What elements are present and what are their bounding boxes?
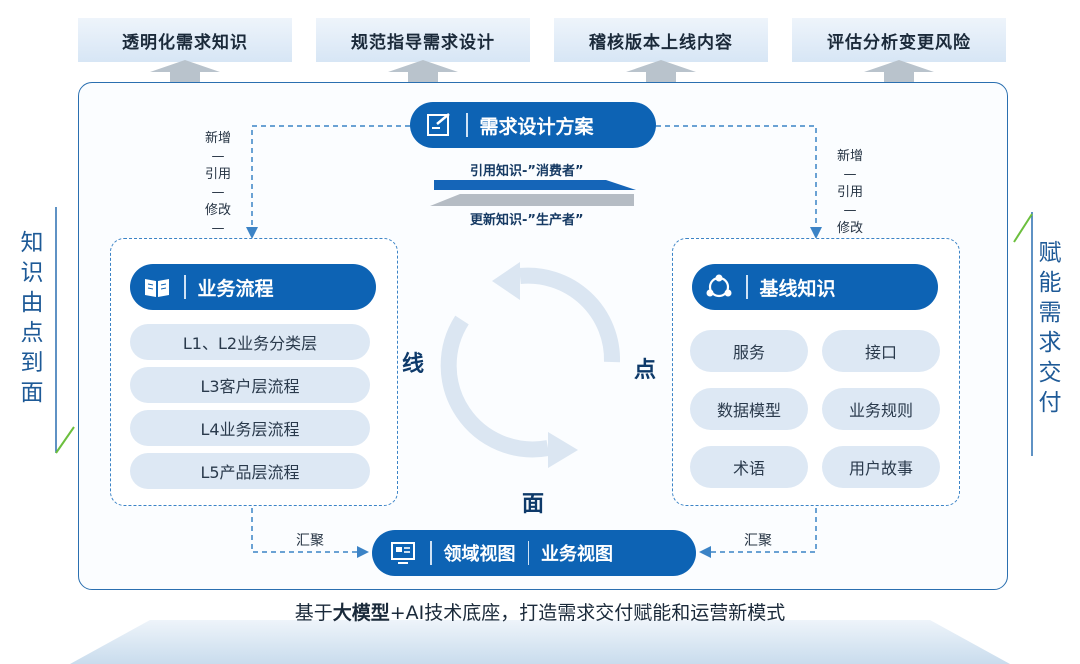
op-label: 引用 — [836, 185, 863, 200]
converge-right-label: 汇聚 — [744, 533, 772, 549]
goal-box-1: 透明化需求知识 — [78, 18, 292, 62]
process-item: L4业务层流程 — [130, 410, 370, 446]
slogan-bold: 大模型 — [332, 602, 390, 624]
separator — [527, 541, 529, 565]
design-plan-title: 需求设计方案 — [479, 115, 594, 138]
separator — [746, 275, 748, 299]
design-plan-pill: 需求设计方案 — [410, 102, 656, 148]
op-label: 新增 — [204, 131, 231, 146]
process-item: L1、L2业务分类层 — [130, 324, 370, 360]
cycle-label-point: 点 — [634, 357, 657, 383]
up-arrow-icon — [388, 60, 458, 82]
slogan-suffix: +AI技术底座，打造需求交付赋能和运营新模式 — [389, 602, 786, 624]
views-pill: 领域视图 业务视图 — [372, 530, 696, 576]
domain-view-label: 领域视图 — [443, 544, 516, 565]
update-knowledge-label: 更新知识-”生产者” — [470, 213, 584, 228]
left-side-text: 知识由点到面 — [20, 230, 44, 406]
process-pill: 业务流程 — [130, 264, 376, 310]
process-item: L5产品层流程 — [130, 453, 370, 489]
separator — [466, 113, 468, 137]
converge-left-label: 汇聚 — [296, 533, 324, 549]
baseline-item: 用户故事 — [822, 446, 940, 488]
goal-label: 评估分析变更风险 — [827, 32, 971, 53]
goal-box-4: 评估分析变更风险 — [792, 18, 1006, 62]
baseline-item: 接口 — [822, 330, 940, 372]
goal-label: 透明化需求知识 — [122, 32, 248, 53]
baseline-item: 服务 — [690, 330, 808, 372]
right-side-text: 赋能需求交付 — [1038, 240, 1062, 416]
op-label: 修改 — [836, 221, 863, 236]
separator — [184, 275, 186, 299]
monitor-icon — [388, 538, 418, 568]
business-view-label: 业务视图 — [541, 544, 613, 565]
op-divider: — — [211, 221, 225, 236]
goal-box-2: 规范指导需求设计 — [316, 18, 530, 62]
up-arrow-icon — [626, 60, 696, 82]
book-icon — [142, 272, 172, 302]
op-divider: — — [211, 185, 225, 200]
baseline-item: 业务规则 — [822, 388, 940, 430]
left-side-line — [55, 207, 75, 454]
cite-knowledge-label: 引用知识-”消费者” — [470, 164, 584, 179]
process-title: 业务流程 — [197, 277, 274, 300]
baseline-item: 术语 — [690, 446, 808, 488]
bottom-slogan: 基于大模型+AI技术底座，打造需求交付赋能和运营新模式 — [0, 598, 1080, 625]
op-label: 新增 — [836, 149, 863, 164]
edit-document-icon — [424, 110, 454, 140]
baseline-item: 数据模型 — [690, 388, 808, 430]
up-arrow-icon — [864, 60, 934, 82]
slogan-prefix: 基于 — [294, 602, 333, 624]
op-divider: — — [843, 203, 857, 218]
right-side-line — [1013, 212, 1033, 456]
goal-label: 规范指导需求设计 — [351, 32, 495, 53]
base-platform — [70, 620, 1010, 664]
op-divider: — — [211, 149, 225, 164]
baseline-title: 基线知识 — [759, 277, 836, 300]
baseline-pill: 基线知识 — [692, 264, 938, 310]
goal-box-3: 稽核版本上线内容 — [554, 18, 768, 62]
goal-label: 稽核版本上线内容 — [589, 32, 733, 53]
network-icon — [704, 272, 734, 302]
op-divider: — — [843, 167, 857, 182]
separator — [430, 541, 432, 565]
right-ops-list: 新增 — 引用 — 修改 — [830, 148, 870, 238]
cycle-label-surface: 面 — [522, 491, 545, 517]
process-item: L3客户层流程 — [130, 367, 370, 403]
up-arrow-icon — [150, 60, 220, 82]
op-label: 引用 — [204, 167, 231, 182]
op-label: 修改 — [204, 203, 231, 218]
cycle-label-line: 线 — [402, 351, 425, 377]
